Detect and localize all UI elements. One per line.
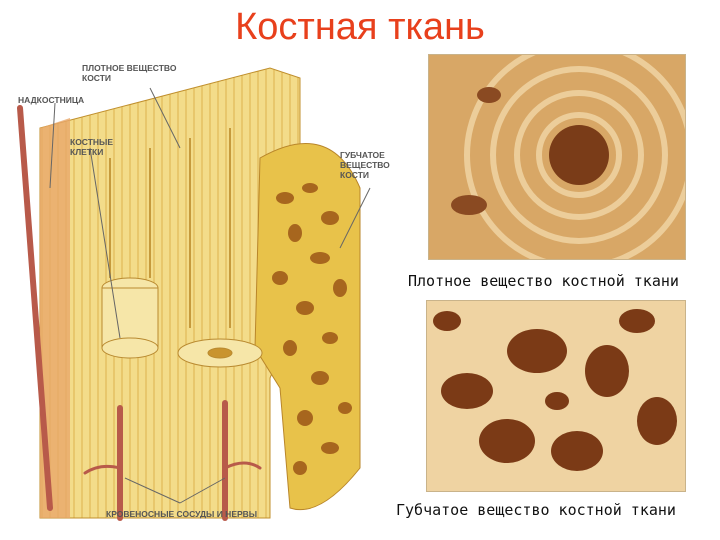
label-dense-bone: ПЛОТНОЕ ВЕЩЕСТВО КОСТИ [82, 63, 177, 83]
caption-spongy: Губчатое вещество костной ткани [396, 501, 676, 519]
label-periosteum: НАДКОСТНИЦА [18, 95, 85, 105]
leader-lines [49, 87, 371, 504]
label-bone-cells: КОСТНЫЕ КЛЕТКИ [70, 137, 114, 157]
spongy-region [254, 143, 361, 511]
caption-compact: Плотное вещество костной ткани [408, 272, 679, 290]
compact-bone-photo [428, 54, 686, 260]
page-title: Костная ткань [235, 6, 485, 48]
spongy-holes [272, 183, 352, 475]
blood-vessels [17, 105, 262, 521]
bone-structure-illustration [17, 67, 371, 521]
osteon-cylinders [101, 277, 263, 368]
label-spongy-bone: ГУБЧАТОЕ ВЕЩЕСТВО КОСТИ [340, 150, 390, 180]
osteon-lines [109, 128, 231, 328]
spongy-bone-photo [426, 300, 686, 492]
periosteum [40, 118, 70, 518]
label-vessels-nerves: КРОВЕНОСНЫЕ СОСУДЫ И НЕРВЫ [106, 509, 258, 519]
